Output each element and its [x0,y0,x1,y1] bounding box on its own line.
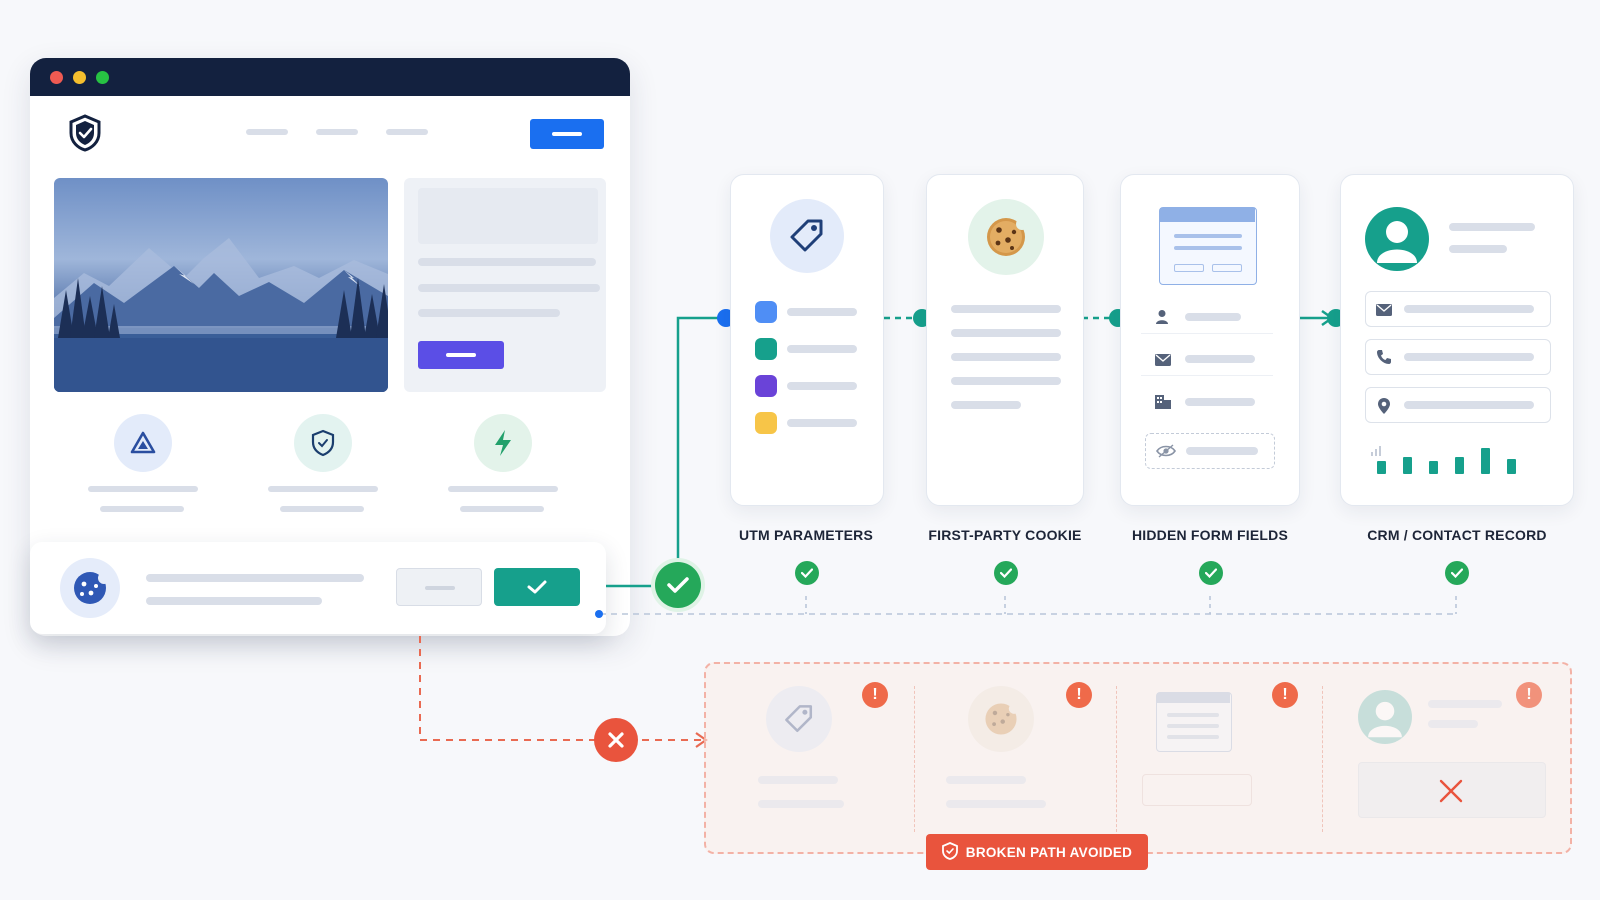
form-window-icon [1159,207,1257,285]
consent-accepted-check-icon [655,562,701,608]
nav-link[interactable] [246,129,288,135]
step-label-hidden-fields: HIDDEN FORM FIELDS [1131,527,1289,543]
phone-icon [1376,349,1392,370]
shield-check-icon [294,414,352,472]
building-icon [1155,395,1171,414]
close-window-dot[interactable] [50,71,63,84]
tag-icon [770,199,844,273]
step-label-utm: UTM PARAMETERS [739,527,873,543]
content-card [404,178,606,392]
nav-cta-button[interactable] [530,119,604,149]
eye-hidden-icon [1156,444,1176,463]
hero-landscape-image [54,178,388,392]
step-label-crm: CRM / CONTACT RECORD [1367,527,1547,543]
mail-icon [1376,303,1392,321]
website-mockup-window [30,58,630,636]
browser-titlebar [30,58,630,96]
mail-icon [1155,353,1171,371]
user-icon [1155,309,1169,330]
utm-parameters-card [730,174,884,506]
warning-icon: ! [1516,682,1542,708]
shield-check-icon [68,114,102,157]
cookie-icon [968,199,1044,275]
location-pin-icon [1377,397,1391,420]
warning-icon: ! [1272,682,1298,708]
hidden-form-fields-card [1120,174,1300,506]
shield-icon [941,841,958,863]
contact-email-field [1365,291,1551,327]
nav-link[interactable] [386,129,428,135]
crm-contact-record-card [1340,174,1574,506]
broken-path-panel: ! ! ! ! [704,662,1572,854]
warning-icon: ! [862,682,888,708]
user-avatar-icon [1365,207,1429,271]
step-check-icon [1199,561,1223,585]
cookie-icon [968,686,1034,752]
step-check-icon [1445,561,1469,585]
minimize-window-dot[interactable] [73,71,86,84]
step-check-icon [994,561,1018,585]
broken-path-avoided-badge: BROKEN PATH AVOIDED [926,834,1148,870]
nav-link[interactable] [316,129,358,135]
consent-declined-x-icon [594,718,638,762]
cookie-icon [60,558,120,618]
cookie-consent-banner [30,542,606,634]
triangle-icon [114,414,172,472]
tag-icon [766,686,832,752]
step-check-icon [795,561,819,585]
contact-phone-field [1365,339,1551,375]
decline-cookies-button[interactable] [396,568,482,606]
accept-cookies-button[interactable] [494,568,580,606]
hidden-field [1145,433,1275,469]
badge-label: BROKEN PATH AVOIDED [965,844,1133,860]
lightning-icon [474,414,532,472]
user-avatar-icon [1358,690,1412,744]
first-party-cookie-card [926,174,1084,506]
failed-x-icon [1438,778,1464,809]
signal-bars-icon [1371,443,1383,461]
card-cta-button[interactable] [418,341,504,369]
warning-icon: ! [1066,682,1092,708]
contact-location-field [1365,387,1551,423]
maximize-window-dot[interactable] [96,71,109,84]
form-window-icon [1156,692,1232,752]
step-label-cookie: FIRST-PARTY COOKIE [928,527,1082,543]
